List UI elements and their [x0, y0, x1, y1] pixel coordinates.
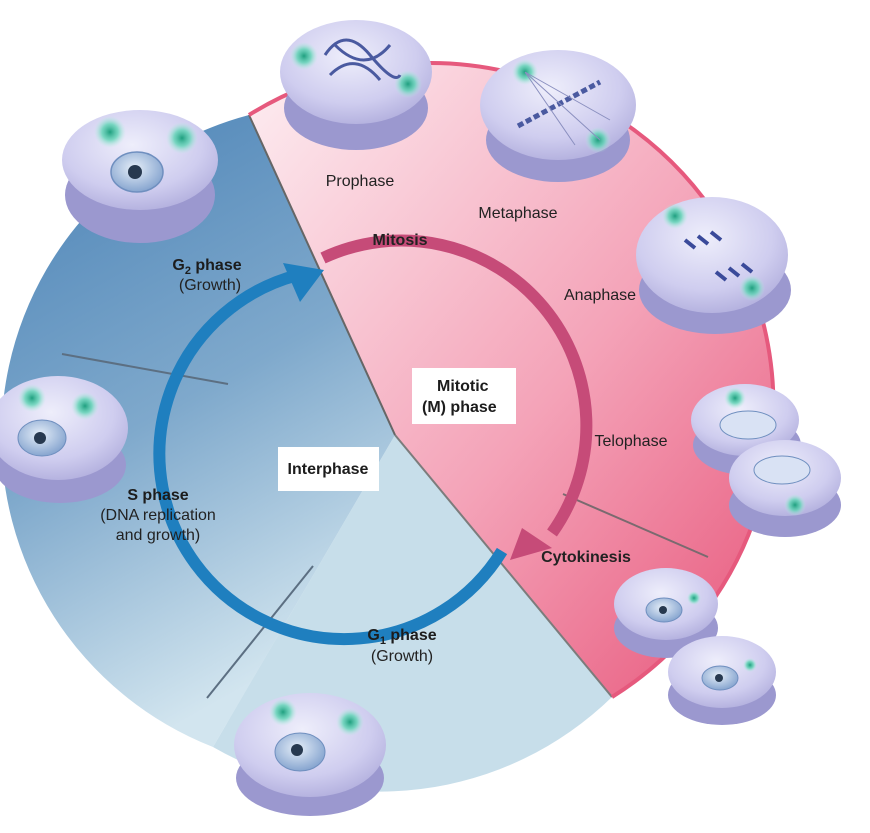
mitosis-label: Mitosis [372, 232, 427, 249]
divider-telophase-cytokinesis [562, 493, 709, 558]
s-detail-line2: and growth) [116, 527, 201, 544]
prophase-cell-illustration [280, 20, 432, 150]
interphase-arrow [153, 269, 508, 646]
interphase-box [278, 447, 379, 491]
g1-phase-label: G1 phase [367, 627, 436, 647]
interphase-arrowhead [283, 263, 324, 302]
s-phase-label: S phase [127, 487, 188, 504]
telophase-cell-illustration [691, 384, 841, 537]
mitosis-arrow [320, 234, 593, 537]
cytokinesis-label: Cytokinesis [541, 549, 631, 566]
g2-detail: (Growth) [179, 277, 241, 294]
divider-g2-mitosis [248, 114, 396, 436]
g1-detail: (Growth) [371, 648, 433, 665]
divider-g2-s [61, 353, 229, 385]
anaphase-label: Anaphase [564, 287, 636, 304]
metaphase-cell-illustration [480, 50, 636, 182]
prophase-label: Prophase [326, 173, 395, 190]
interphase-label: Interphase [288, 461, 369, 478]
g2-cell-illustration [62, 110, 218, 243]
mitotic-label-line1: Mitotic [437, 378, 489, 395]
mitotic-label-line2: (M) phase [422, 399, 497, 416]
s-phase-cell-illustration [0, 376, 128, 503]
g2-phase-label: G2 phase [172, 257, 241, 277]
g1-cell-illustration [234, 693, 386, 816]
cytokinesis-cell-illustration [614, 568, 776, 725]
mitotic-phase-box [412, 368, 516, 424]
mitosis-arrowhead [510, 528, 552, 560]
divider-s-g1 [206, 565, 314, 699]
anaphase-cell-illustration [636, 197, 791, 334]
s-detail-line1: (DNA replication [100, 507, 216, 524]
telophase-label: Telophase [595, 433, 668, 450]
divider-g1-mitosis [394, 434, 613, 698]
metaphase-label: Metaphase [478, 205, 557, 222]
